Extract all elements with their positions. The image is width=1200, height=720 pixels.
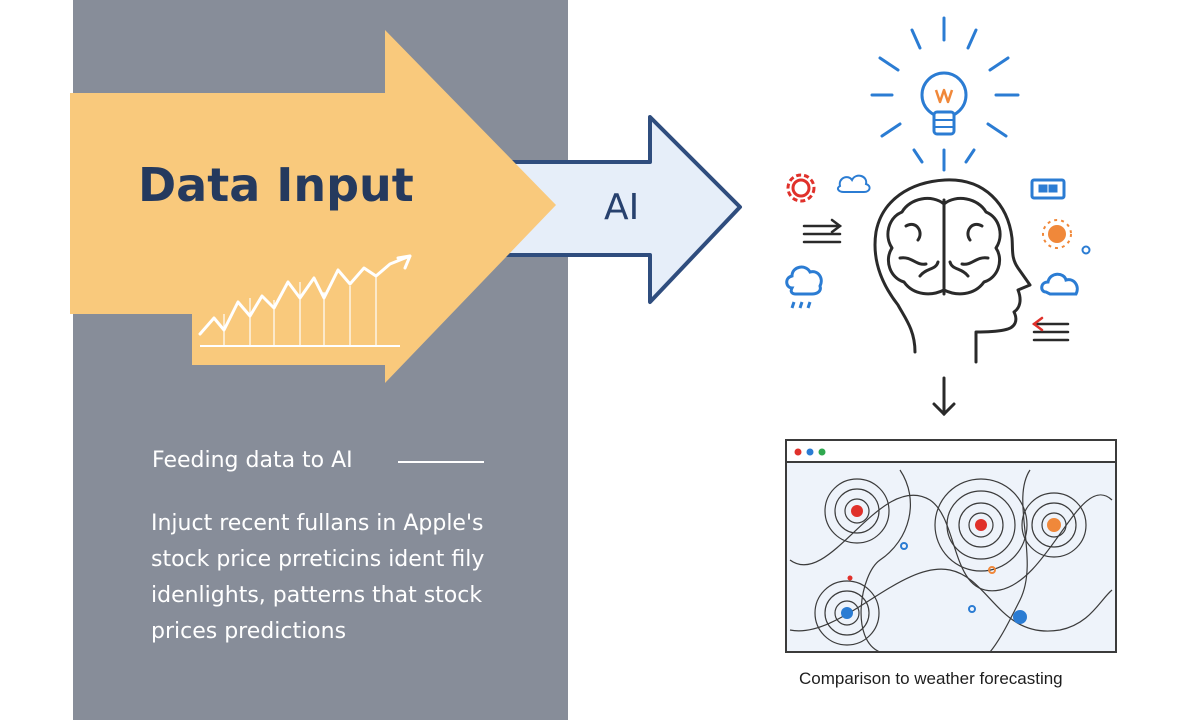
ai-label: AI: [604, 187, 640, 228]
description-line: idenlights, patterns that stock: [151, 583, 483, 608]
cloud-icon-top: [836, 174, 871, 193]
arrows-left-icon: [802, 218, 843, 244]
weather-map-icon: [785, 439, 1117, 653]
line-chart-icon: [198, 254, 412, 347]
screen-icon: [1030, 178, 1066, 200]
description-line: prices predictions: [151, 619, 347, 644]
down-arrow-icon: [932, 376, 956, 417]
light-rays: [870, 16, 1020, 172]
lightbulb-icon: [920, 71, 968, 136]
description-line: stock price prreticins ident fily: [151, 547, 485, 572]
description-text: Injuct recent fullans in Apple's stock p…: [151, 506, 484, 650]
gear-icon: [786, 173, 816, 203]
brain-head-icon: [873, 178, 1032, 364]
cloud-rain-icon: [785, 265, 823, 309]
cloud-icon-right: [1040, 272, 1079, 296]
description-line: Injuct recent fullans in Apple's: [151, 511, 484, 536]
map-caption: Comparison to weather forecasting: [799, 669, 1063, 688]
data-input-title: Data Input: [138, 158, 414, 212]
data-input-arrow: [70, 30, 556, 383]
sub-heading-rule: [398, 461, 484, 463]
arrows-right-icon: [1031, 316, 1070, 342]
sun-icon: [1042, 219, 1091, 255]
sub-heading: Feeding data to AI: [152, 448, 353, 473]
